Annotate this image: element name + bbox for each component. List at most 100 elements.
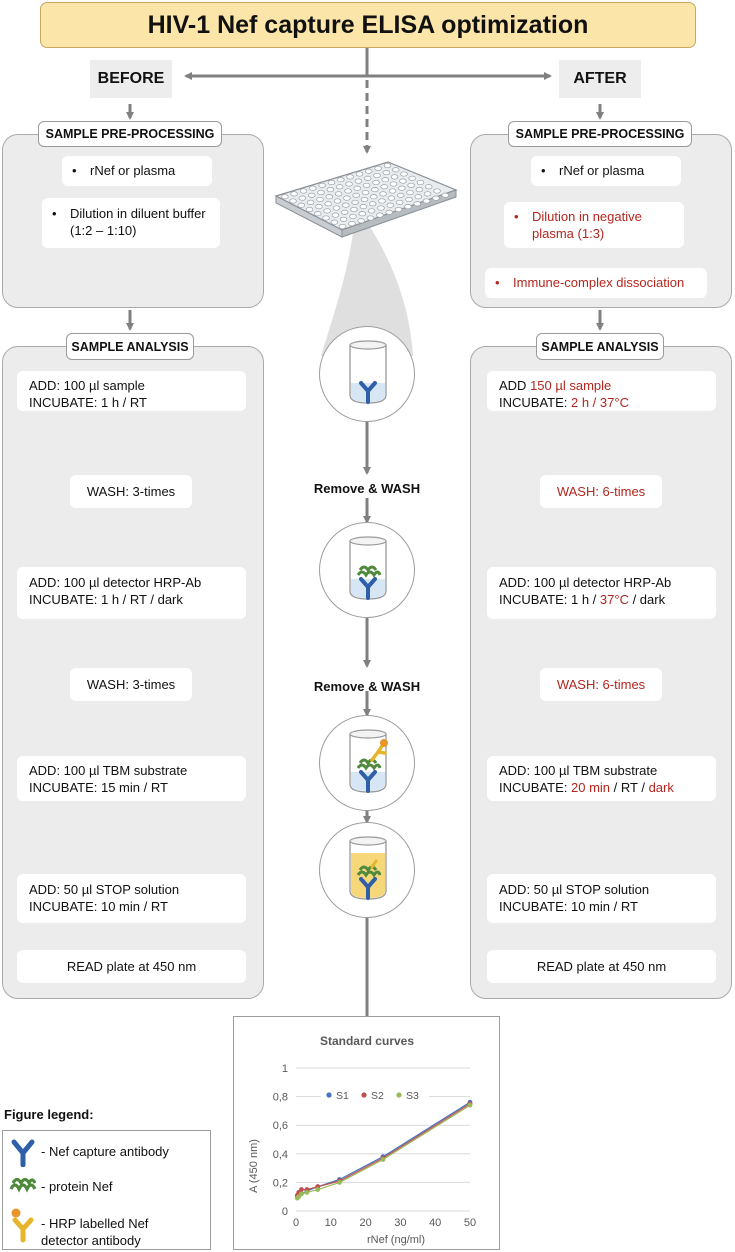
plate-well	[395, 199, 404, 205]
remove-wash-label-1: Remove & WASH	[313, 481, 421, 496]
before-analysis-header: SAMPLE ANALYSIS	[66, 333, 194, 360]
plate-well	[339, 216, 348, 222]
plate-well	[345, 181, 353, 187]
after-pre-step-dissociation: •Immune-complex dissociation	[485, 268, 707, 298]
plate-well	[432, 195, 440, 201]
plate-well	[367, 208, 376, 214]
figure-legend-box: - Nef capture antibody - protein Nef - H…	[2, 1130, 211, 1250]
after-step-add-sample-line2: INCUBATE: 2 h / 37°C	[499, 394, 716, 411]
chart-point-s3	[299, 1191, 304, 1197]
after-step-add-detector-line2: INCUBATE: 1 h / 37°C / dark	[499, 591, 716, 608]
before-read-plate: READ plate at 450 nm	[17, 950, 246, 983]
plate-well	[433, 188, 441, 194]
after-read-plate: READ plate at 450 nm	[487, 950, 716, 983]
chart-x-tick-label: 50	[464, 1217, 476, 1229]
plate-well	[338, 223, 347, 230]
plate-well	[281, 194, 289, 200]
plate-well	[391, 167, 400, 173]
plate-well	[383, 162, 392, 169]
chart-y-tick-label: 1	[282, 1063, 288, 1075]
plate-well	[378, 198, 386, 204]
plate-well	[348, 221, 356, 227]
after-pre-step-dilution-text: Dilution in negative plasma (1:3)	[532, 209, 642, 241]
plate-well	[333, 198, 342, 204]
plate-well	[416, 179, 425, 186]
chart-x-tick-label: 40	[429, 1217, 441, 1229]
before-step-add-stop-line2: INCUBATE: 10 min / RT	[29, 899, 168, 914]
after-preprocessing-header: SAMPLE PRE-PROCESSING	[508, 121, 692, 147]
plate-well	[298, 195, 307, 201]
plate-well	[413, 201, 421, 207]
chart-point-s3	[315, 1187, 321, 1192]
plate-well	[373, 172, 381, 179]
plate-well	[305, 206, 314, 213]
plate-well	[372, 179, 380, 186]
plate-well	[366, 215, 375, 221]
plate-well	[297, 202, 306, 208]
plate-well	[330, 219, 339, 225]
before-step-add-sample: ADD: 100 µl sample INCUBATE: 1 h / RT	[17, 371, 246, 411]
before-step-add-substrate: ADD: 100 µl TBM substrate INCUBATE: 15 m…	[17, 756, 246, 801]
plate-well	[424, 184, 433, 190]
plate-well	[316, 196, 324, 203]
chart-y-tick-label: 0,2	[273, 1177, 288, 1189]
before-step-add-detector: ADD: 100 µl detector HRP-Ab INCUBATE: 1 …	[17, 567, 246, 619]
plate-well	[385, 209, 393, 215]
capture-antibody-icon	[11, 1139, 35, 1167]
remove-wash-label-2: Remove & WASH	[313, 679, 421, 694]
after-s1-add-changed: 150 µl sample	[530, 378, 612, 393]
plate-well	[322, 215, 330, 221]
before-label: BEFORE	[90, 60, 172, 98]
plate-well	[371, 187, 379, 193]
after-s1-inc-text: INCUBATE:	[499, 395, 571, 410]
plate-well	[353, 185, 362, 191]
plate-well	[415, 187, 424, 193]
plate-well	[349, 213, 357, 220]
plate-well	[389, 181, 398, 187]
plate-well	[379, 191, 387, 197]
before-wash-2: WASH: 3-times	[70, 668, 192, 701]
chart-x-tick-label: 0	[293, 1217, 299, 1229]
plate-well	[365, 168, 373, 174]
plate-well	[362, 182, 371, 188]
nef-protein-icon	[9, 1177, 37, 1193]
after-step-add-sample-line1: ADD 150 µl sample	[499, 377, 716, 394]
plate-well	[337, 177, 345, 183]
after-step-add-substrate: ADD: 100 µl TBM substrate INCUBATE: 20 m…	[487, 756, 716, 801]
plate-well	[380, 184, 388, 190]
plate-well	[344, 188, 352, 194]
legend-item-nef-protein: - protein Nef	[41, 1179, 113, 1194]
before-pre-step-dilution-text: Dilution in diluent buffer (1:2 – 1:10)	[70, 206, 206, 238]
plate-well	[386, 202, 395, 208]
plate-well	[363, 175, 372, 181]
plate-well	[387, 195, 396, 201]
after-step-add-substrate-line1: ADD: 100 µl TBM substrate	[499, 763, 658, 778]
plate-well	[422, 198, 431, 204]
plate-well	[317, 189, 325, 196]
plate-well	[355, 171, 364, 177]
plate-well	[405, 196, 413, 203]
after-s1-add-text: ADD	[499, 378, 531, 393]
plate-well	[382, 170, 391, 176]
before-step-add-substrate-line2: INCUBATE: 15 min / RT	[29, 780, 168, 795]
after-s2-inc-text: INCUBATE: 1 h /	[499, 592, 600, 607]
chart-point-s2	[299, 1187, 304, 1192]
plate-well	[394, 206, 403, 213]
plate-well	[361, 189, 370, 196]
after-s1-inc-changed: 2 h / 37°C	[571, 395, 629, 410]
chart-x-tick-label: 30	[394, 1217, 406, 1229]
after-pre-step-sample-text: rNef or plasma	[559, 163, 645, 178]
plate-well	[388, 188, 397, 194]
plate-well	[358, 211, 367, 217]
plate-well	[314, 211, 322, 217]
after-step-add-substrate-line2: INCUBATE: 20 min / RT / dark	[499, 779, 716, 796]
plate-well	[326, 187, 335, 193]
before-wash-1: WASH: 3-times	[70, 475, 192, 508]
hrp-detector-antibody-icon	[11, 1208, 34, 1243]
before-step-add-detector-line2: INCUBATE: 1 h / RT / dark	[29, 592, 183, 607]
before-step-add-detector-line1: ADD: 100 µl detector HRP-Ab	[29, 575, 202, 590]
chart-legend-marker-s1	[326, 1092, 332, 1098]
plate-well	[331, 212, 340, 218]
plate-well	[404, 204, 412, 210]
plate-well	[318, 182, 326, 188]
